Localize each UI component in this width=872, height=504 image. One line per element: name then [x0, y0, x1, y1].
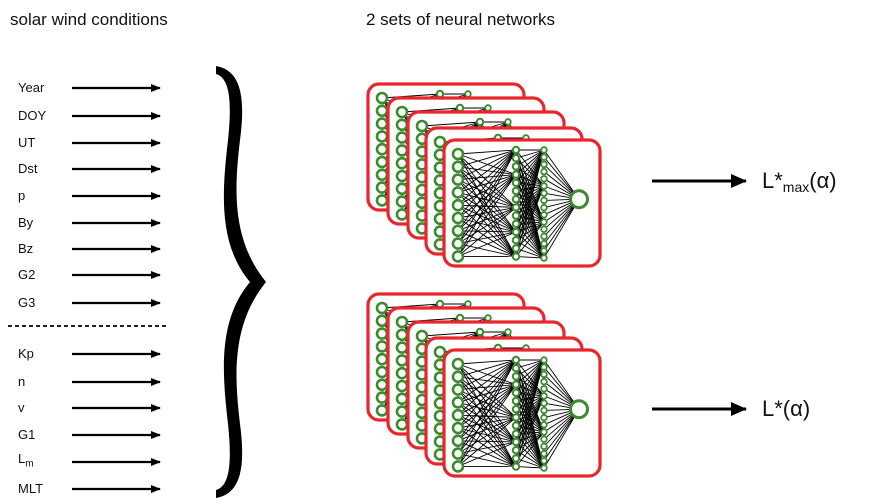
input-label-v: v	[18, 400, 25, 415]
network-nodes	[451, 355, 589, 473]
network-connections	[457, 359, 580, 469]
input-arrows-group1	[72, 84, 161, 307]
header-solar-wind: solar wind conditions	[10, 10, 168, 29]
network-set-bottom	[366, 292, 602, 478]
output-lstar-max: L*max(α)	[762, 168, 837, 195]
input-label-lm: Lm	[18, 451, 34, 470]
neural-network-sets	[366, 82, 602, 478]
input-label-bz: Bz	[18, 241, 34, 256]
input-label-year: Year	[18, 80, 45, 95]
input-label-mlt: MLT	[18, 481, 44, 496]
input-label-n: n	[18, 374, 26, 389]
input-label-ut: UT	[18, 135, 36, 150]
network-frame	[442, 348, 602, 478]
network-frame	[442, 138, 602, 268]
input-label-by: By	[18, 215, 34, 230]
input-label-g2: G2	[18, 267, 36, 282]
input-arrows-group2	[72, 350, 161, 493]
curly-brace	[216, 66, 266, 498]
header-neural-networks: 2 sets of neural networks	[366, 10, 555, 29]
input-label-doy: DOY	[18, 108, 47, 123]
network-set-top	[366, 82, 602, 268]
input-label-g1: G1	[18, 427, 36, 442]
input-label-p: p	[18, 188, 26, 203]
network-connections	[457, 149, 580, 259]
input-label-g3: G3	[18, 295, 36, 310]
input-label-dst: Dst	[18, 161, 38, 176]
output-lstar: L*(α)	[762, 396, 811, 421]
network-nodes	[451, 145, 589, 263]
input-label-kp: Kp	[18, 346, 34, 361]
